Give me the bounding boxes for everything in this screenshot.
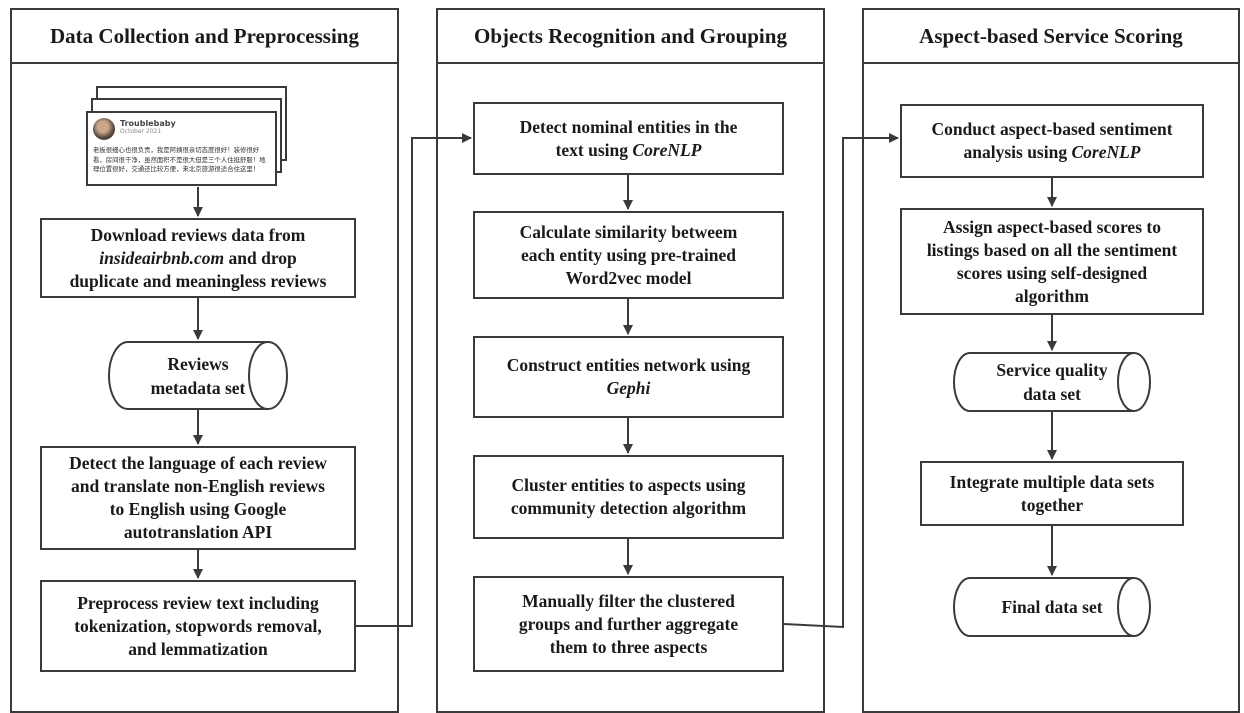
cluster-step: Cluster entities to aspects using commun… xyxy=(473,455,784,539)
service-quality-data-set: Service quality data set xyxy=(952,352,1152,412)
avatar xyxy=(93,118,115,140)
review-date: October 2021 xyxy=(120,128,162,135)
reviewer-name: Troublebaby xyxy=(120,119,176,128)
review-text: 老板很细心也很负责，我是阿姨很亲切态度很好！装修很好看，房间很干净，虽然面积不是… xyxy=(93,146,266,173)
assign-scores-step: Assign aspect-based scores to listings b… xyxy=(900,208,1204,315)
lane-title: Objects Recognition and Grouping xyxy=(438,10,823,64)
entity-network-step: Construct entities network using Gephi xyxy=(473,336,784,418)
lane-title: Data Collection and Preprocessing xyxy=(12,10,397,64)
detect-entities-step: Detect nominal entities in the text usin… xyxy=(473,102,784,175)
language-detection-step: Detect the language of each review and t… xyxy=(40,446,356,550)
download-reviews-step: Download reviews data from insideairbnb.… xyxy=(40,218,356,298)
sentiment-analysis-step: Conduct aspect-based sentiment analysis … xyxy=(900,104,1204,178)
integrate-data-step: Integrate multiple data sets together xyxy=(920,461,1184,526)
preprocess-text-step: Preprocess review text including tokeniz… xyxy=(40,580,356,672)
final-data-set: Final data set xyxy=(952,577,1152,637)
lane-title: Aspect-based Service Scoring xyxy=(864,10,1238,64)
review-card: Troublebaby October 2021 老板很细心也很负责，我是阿姨很… xyxy=(86,111,277,186)
reviews-metadata-set: Reviews metadata set xyxy=(108,341,288,410)
similarity-step: Calculate similarity betweem each entity… xyxy=(473,211,784,299)
manual-filter-step: Manually filter the clustered groups and… xyxy=(473,576,784,672)
